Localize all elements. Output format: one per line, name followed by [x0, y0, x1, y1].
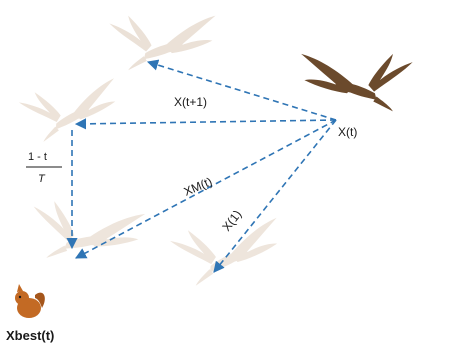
eagle-ghost-mid	[17, 78, 123, 145]
arrow-to-mid-eagle	[74, 118, 337, 130]
label-fraction-numerator: 1 - t	[28, 151, 47, 163]
label-fraction-denominator: T	[38, 173, 46, 185]
arrow-group	[66, 59, 337, 273]
label-x-t: X(t)	[338, 125, 357, 139]
arrow-to-bottom-eagle	[75, 119, 337, 259]
label-x-1: X(1)	[219, 207, 244, 233]
arrow-to-top-eagle	[146, 59, 337, 121]
eagle-ghost-top	[109, 15, 216, 71]
label-x-t1: X(t+1)	[174, 95, 207, 109]
eagle-ghost-bottom	[26, 198, 146, 271]
label-x-best: Xbest(t)	[6, 328, 54, 343]
eagle-current	[301, 53, 413, 112]
arrow-to-right-eagle	[213, 119, 337, 273]
label-x-m: XM(t)	[182, 174, 214, 198]
prey-icon	[15, 284, 45, 318]
